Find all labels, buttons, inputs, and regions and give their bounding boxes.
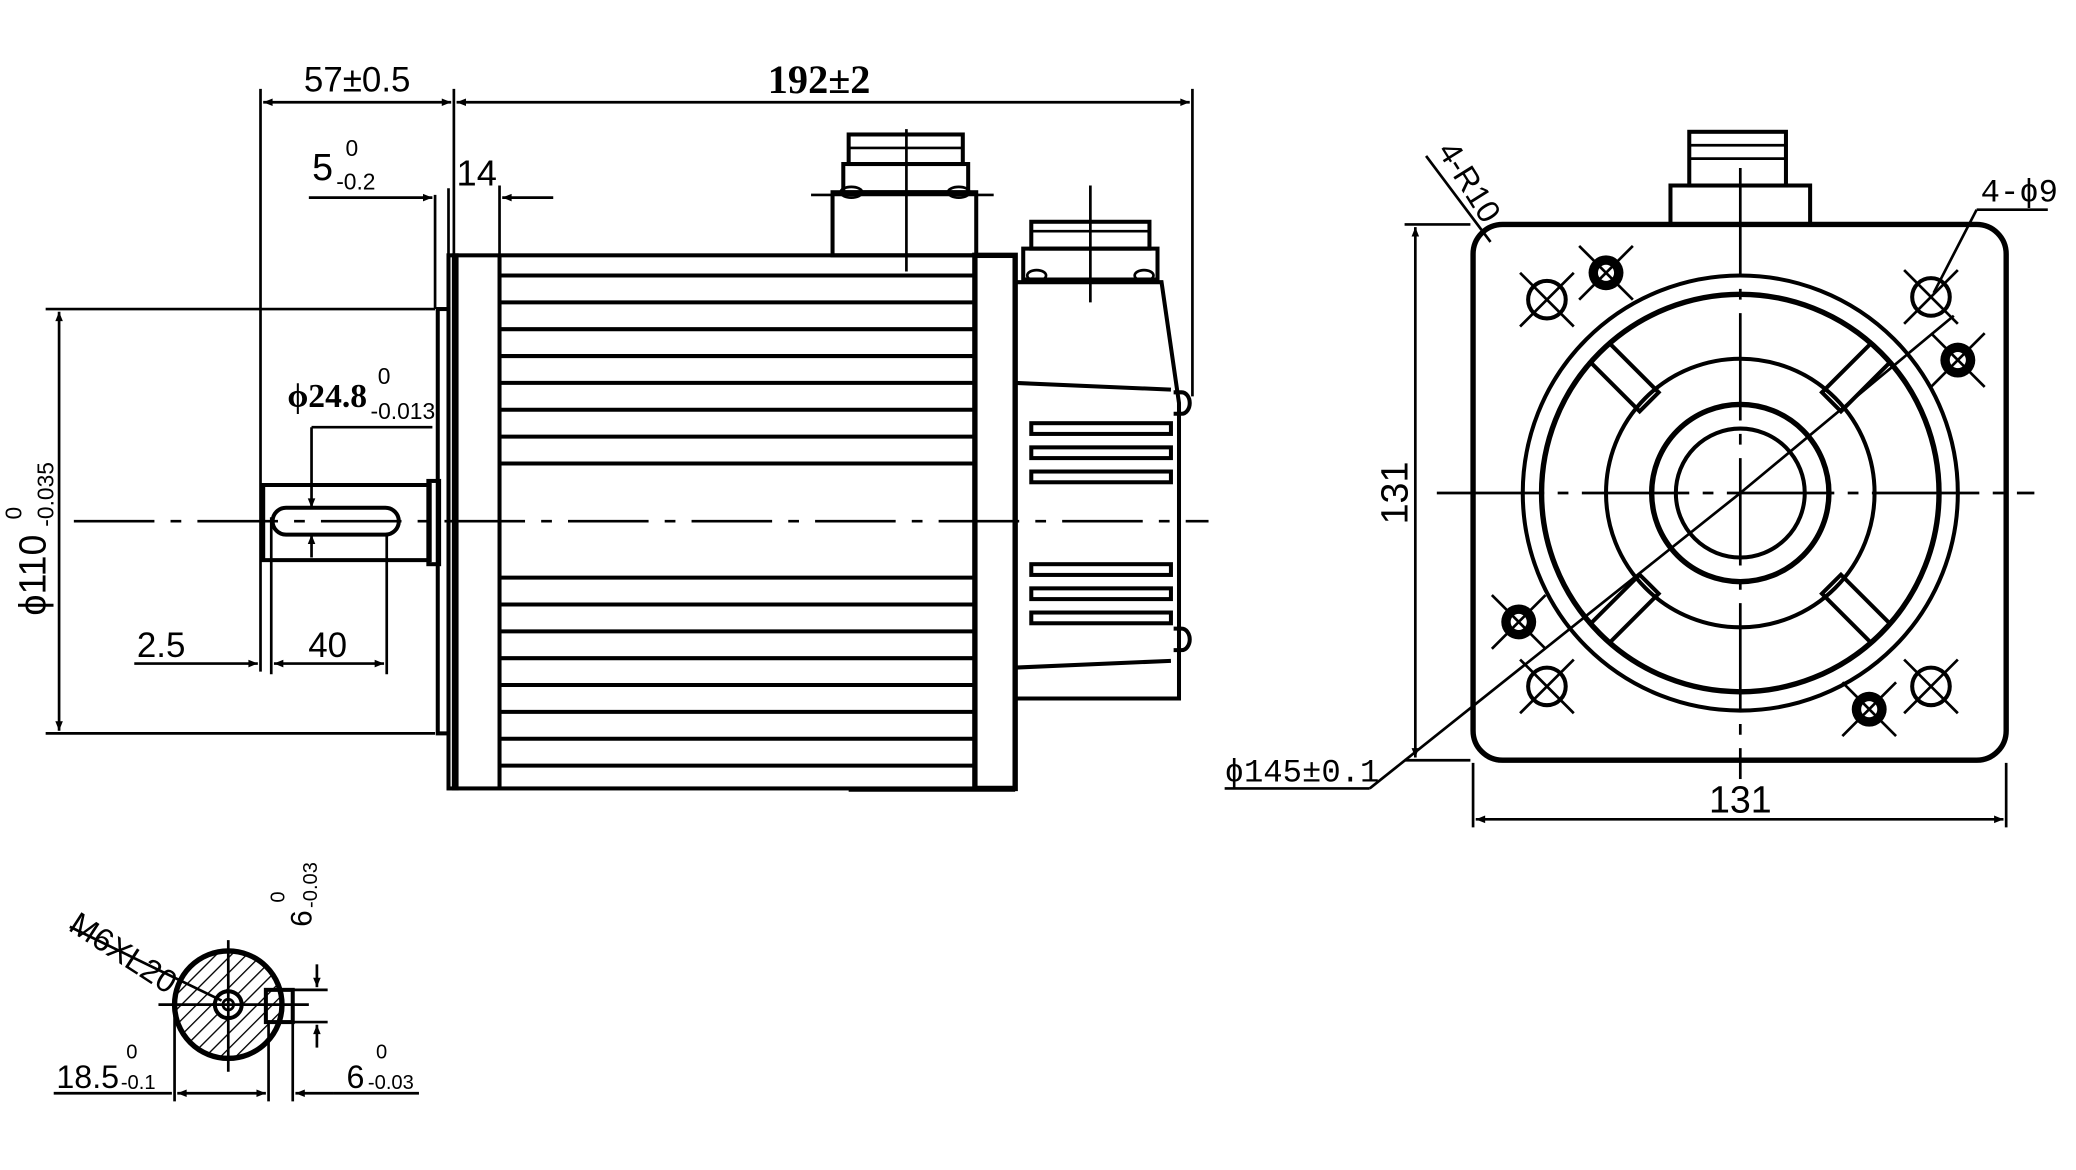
svg-text:-0.035: -0.035 [33,462,59,527]
vent-slot [1029,469,1173,485]
key-width-label: 6 [286,910,319,926]
vent-slot [1029,562,1173,577]
key-depth-label: 6 [346,1059,364,1095]
shaft-diameter-label: ϕ24.8 [287,378,367,415]
svg-text:0: 0 [376,1041,387,1063]
svg-text:-0.013: -0.013 [371,398,436,424]
svg-text:0: 0 [126,1041,137,1063]
key-length-label: 40 [308,626,347,665]
svg-text:0: 0 [0,507,26,520]
flange-height-label: 131 [1373,462,1415,525]
tapped-hole [1490,594,1547,650]
front-view: 4-R10 4-ϕ9 131 131 ϕ145±0.1 [1225,129,2058,828]
dim-flange-length: 57±0.5 [259,61,456,672]
dim-flange-width: 131 [1471,762,2008,828]
dim-shaft-diameter: ϕ24.8 0 -0.013 [287,363,436,558]
key-height-label: 18.5 [56,1059,119,1095]
vent-slot [1029,610,1173,626]
flange-length-label: 57±0.5 [304,61,411,100]
through-hole [1903,269,1959,325]
svg-text:-0.03: -0.03 [300,862,322,908]
through-hole [1519,658,1575,715]
outer-ring [1520,273,1960,713]
vent-slot [1029,586,1173,602]
rabbet-depth-label: 5 [312,146,333,188]
total-length-label: 192±2 [768,57,871,102]
dim-flange-height: 131 [1373,223,1471,762]
corner-radius-label: 4-R10 [1431,135,1508,229]
flange-thickness-label: 14 [457,153,497,194]
pilot-ring [1648,401,1832,585]
mounting-holes [1490,244,1986,738]
hole-diameter-label: 4-ϕ9 [1981,175,2058,212]
svg-text:-0.03: -0.03 [368,1072,414,1094]
dim-total-length: 192±2 [456,57,1194,397]
shaft-section-view: M6XL20 6 0 -0.03 18.5 0 -0.1 [53,862,419,1102]
housing-ring [1603,356,1877,630]
flange-width-label: 131 [1709,779,1772,821]
dim-hole-diameter: 4-ϕ9 [1932,175,2058,294]
motor-body [451,252,1018,792]
dim-rabbet-and-flange: 5 0 -0.2 14 [308,135,554,256]
vent-slot [1029,421,1173,436]
power-connector [811,129,994,272]
shaft-offset-label: 2.5 [137,626,186,665]
svg-text:0: 0 [268,891,290,902]
tapped-hole [1841,681,1898,738]
svg-text:0: 0 [345,135,358,161]
tapped-hole [1930,332,1986,388]
pilot-diameter-label: ϕ110 [12,535,54,616]
pcd-ring [1538,291,1942,695]
tapped-hole [1578,244,1634,301]
dim-key-height: 18.5 0 -0.1 6 0 -0.03 [53,1004,419,1102]
pcd-label: ϕ145±0.1 [1225,755,1380,792]
shaft-circle [1673,426,1807,560]
vent-slot [1029,445,1173,461]
dim-pilot-diameter: ϕ110 0 -0.035 [0,307,436,735]
tap-thread-label: M6XL20 [63,905,183,1001]
encoder-vents [1029,421,1173,626]
svg-text:-0.1: -0.1 [121,1072,156,1094]
side-view: 57±0.5 192±2 5 0 -0.2 14 ϕ110 0 -0. [0,57,1209,792]
dim-key-width: 6 0 -0.03 [268,862,328,1048]
cooling-fins [499,273,975,768]
encoder-housing [1015,185,1192,701]
through-hole [1903,658,1959,715]
spokes [1587,340,1894,646]
svg-text:0: 0 [378,363,391,389]
through-hole [1519,271,1575,328]
svg-text:-0.2: -0.2 [336,169,375,195]
dim-key-position: 2.5 40 [134,517,389,675]
